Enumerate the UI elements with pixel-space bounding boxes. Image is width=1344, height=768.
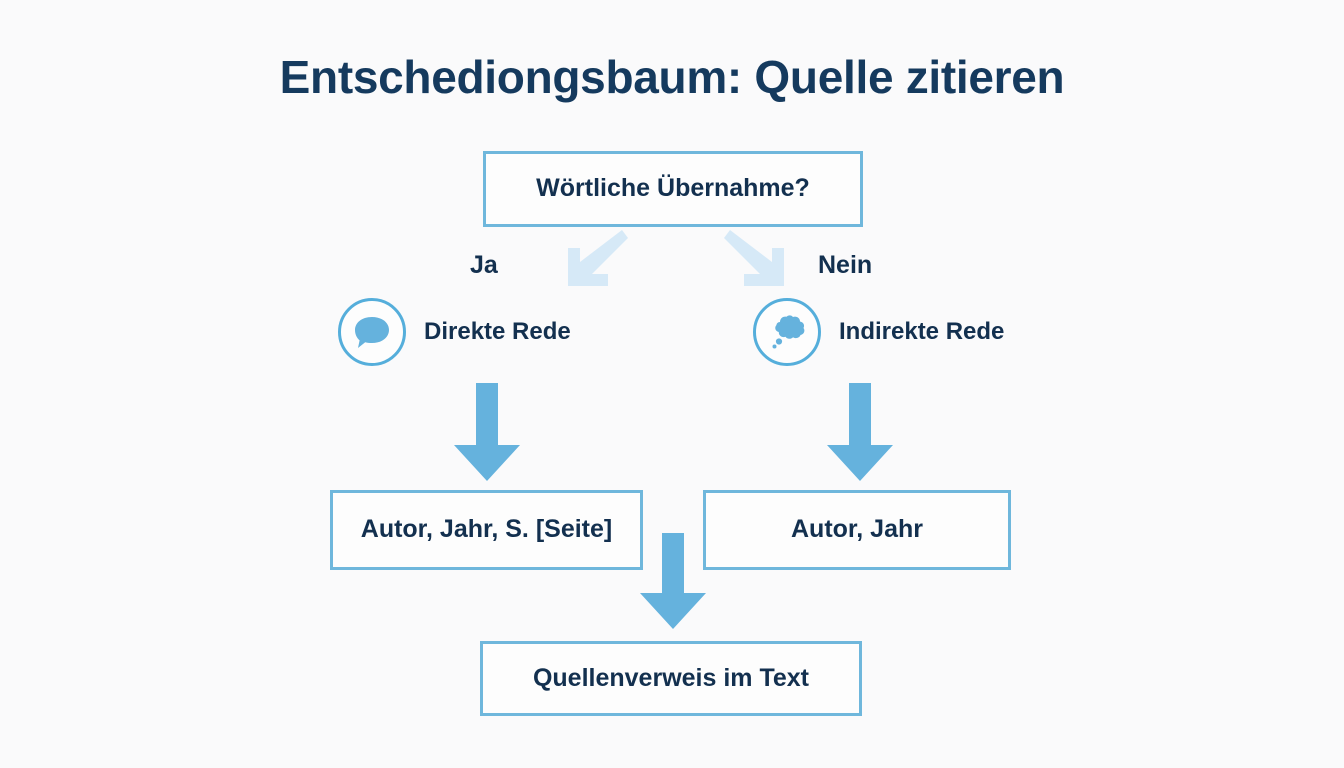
page-title: Entschediongsbaum: Quelle zitieren bbox=[279, 51, 1065, 103]
decision-node-root-label: Wörtliche Übernahme? bbox=[536, 174, 810, 203]
branch-label-no: Nein bbox=[818, 251, 873, 279]
branch-label-yes: Ja bbox=[470, 251, 498, 279]
arrow-down-right-icon bbox=[724, 228, 796, 290]
option-direct-speech: Direkte Rede bbox=[338, 298, 571, 366]
result-node-indirect-label: Autor, Jahr bbox=[791, 515, 923, 544]
final-node: Quellenverweis im Text bbox=[480, 641, 862, 716]
decision-node-root: Wörtliche Übernahme? bbox=[483, 151, 863, 227]
option-indirect-speech-label: Indirekte Rede bbox=[839, 318, 1005, 345]
result-node-direct-label: Autor, Jahr, S. [Seite] bbox=[360, 515, 613, 544]
result-node-indirect: Autor, Jahr bbox=[703, 490, 1011, 570]
result-node-direct: Autor, Jahr, S. [Seite] bbox=[330, 490, 643, 570]
arrow-down-icon-to-final bbox=[638, 533, 708, 631]
arrow-down-icon-yes-branch bbox=[452, 383, 522, 483]
speech-bubble-icon bbox=[338, 298, 406, 366]
final-node-label: Quellenverweis im Text bbox=[532, 663, 810, 692]
thought-bubble-icon bbox=[753, 298, 821, 366]
option-indirect-speech: Indirekte Rede bbox=[753, 298, 1004, 366]
option-direct-speech-label: Direkte Rede bbox=[424, 318, 571, 345]
arrow-down-icon-no-branch bbox=[825, 383, 895, 483]
arrow-down-left-icon bbox=[556, 228, 628, 290]
